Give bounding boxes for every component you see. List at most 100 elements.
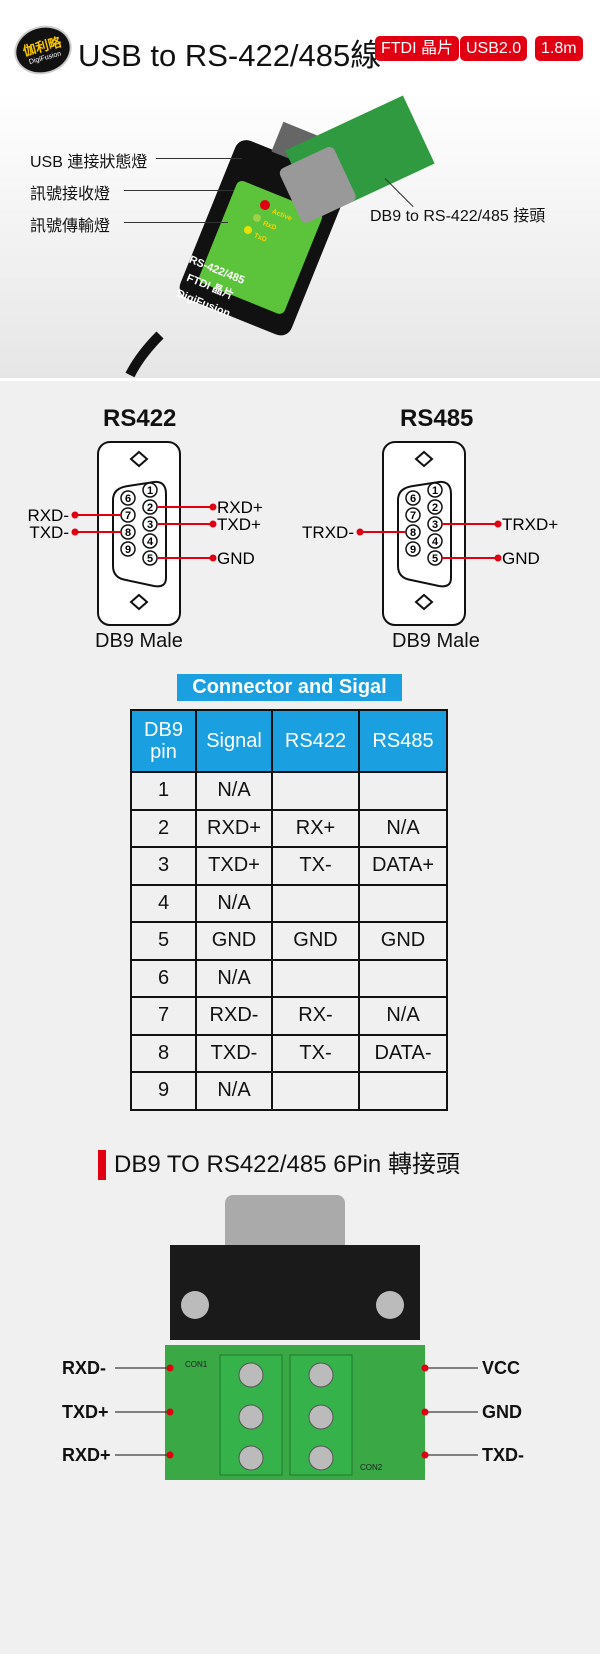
- signal-dot: [494, 554, 502, 562]
- mount-hole-icon: [129, 593, 149, 611]
- signal-label: GND: [502, 549, 540, 568]
- leader-line: [124, 190, 234, 191]
- adapter-board-illustration: CON1 CON2: [165, 1195, 425, 1480]
- table-cell: 9: [130, 1071, 197, 1111]
- pin-number: 7: [410, 510, 416, 522]
- pin-number: 8: [410, 527, 416, 539]
- table-header-cell: DB9 pin: [130, 709, 197, 773]
- pin-number: 9: [125, 544, 131, 556]
- board-label-con2: CON2: [360, 1463, 383, 1472]
- table-title: Connector and Sigal: [177, 674, 402, 701]
- pin-number: 1: [147, 485, 153, 497]
- pin-number: 9: [410, 544, 416, 556]
- adapter-label-txd-minus: TXD-: [482, 1445, 524, 1465]
- adapter-label-rxd-minus: RXD-: [62, 1358, 106, 1378]
- pin-7: [405, 507, 421, 523]
- table-cell: N/A: [358, 808, 448, 848]
- table-cell: DATA-: [358, 1033, 448, 1073]
- rs485-title: RS485: [400, 405, 474, 432]
- pin-number: 3: [432, 519, 438, 531]
- table-cell: TX-: [271, 1033, 360, 1073]
- table-header-cell: RS485: [358, 709, 448, 773]
- connector-shell: [397, 480, 452, 588]
- table-cell: 2: [130, 808, 197, 848]
- rs422-title: RS422: [103, 405, 177, 432]
- pin-number: 1: [432, 485, 438, 497]
- table-cell: RXD+: [195, 808, 273, 848]
- pin-number: 3: [147, 519, 153, 531]
- pin-1: [427, 482, 443, 498]
- table-cell: [358, 771, 448, 811]
- adapter-section-title: DB9 TO RS422/485 6Pin 轉接頭: [98, 1150, 460, 1180]
- table-cell: N/A: [358, 996, 448, 1036]
- mount-hole-icon: [414, 450, 434, 468]
- table-cell: N/A: [195, 1071, 273, 1111]
- leader-line: [124, 222, 228, 223]
- pin-dot: [166, 1451, 174, 1459]
- rs422-caption: DB9 Male: [95, 630, 183, 652]
- pin-dot: [166, 1364, 174, 1372]
- pin-dot: [166, 1408, 174, 1416]
- table-cell: TXD+: [195, 846, 273, 886]
- signal-dot: [494, 520, 502, 528]
- signal-label: RXD-: [27, 506, 69, 525]
- pin-6: [120, 490, 136, 506]
- pin-number: 6: [125, 493, 131, 505]
- pin-dot: [421, 1364, 429, 1372]
- table-cell: GND: [271, 921, 360, 961]
- table-cell: RXD-: [195, 996, 273, 1036]
- pin-number: 6: [410, 493, 416, 505]
- table-cell: 3: [130, 846, 197, 886]
- pin-dot: [421, 1451, 429, 1459]
- table-cell: N/A: [195, 771, 273, 811]
- table-cell: TX-: [271, 846, 360, 886]
- pin-9: [405, 541, 421, 557]
- table-cell: GND: [195, 921, 273, 961]
- signal-dot: [356, 528, 364, 536]
- signal-label: TRXD-: [302, 523, 354, 542]
- table-cell: N/A: [195, 958, 273, 998]
- db9-pinout-diagrams: 123456789RXD-TXD-RXD+TXD+GND123456789TRX…: [27, 441, 558, 626]
- connector-body: [382, 441, 466, 626]
- signal-label: TRXD+: [502, 515, 558, 534]
- signal-dot: [71, 528, 79, 536]
- table-header-cell: Signal: [195, 709, 273, 773]
- table-cell: 1: [130, 771, 197, 811]
- mount-hole-icon: [129, 450, 149, 468]
- pin-number: 2: [147, 502, 153, 514]
- badge-usb: USB2.0: [460, 36, 528, 61]
- table-cell: 8: [130, 1033, 197, 1073]
- table-cell: [271, 883, 360, 923]
- table-cell: GND: [358, 921, 448, 961]
- table-cell: [271, 958, 360, 998]
- table-header-cell: RS422: [271, 709, 360, 773]
- connector-body: [97, 441, 181, 626]
- badge-length: 1.8m: [535, 36, 583, 61]
- label-connector: DB9 to RS-422/485 接頭: [370, 208, 546, 225]
- leader-line: [156, 158, 242, 159]
- pin-2: [427, 499, 443, 515]
- pin-9: [120, 541, 136, 557]
- table-cell: RX-: [271, 996, 360, 1036]
- table-cell: [271, 771, 360, 811]
- board-label-con1: CON1: [185, 1360, 208, 1369]
- usb-adapter-illustration: [125, 95, 435, 378]
- rs485-caption: DB9 Male: [392, 630, 480, 652]
- signal-label: TXD-: [29, 523, 69, 542]
- table-cell: 6: [130, 958, 197, 998]
- label-rx-led: 訊號接收燈: [30, 186, 111, 203]
- label-usb-status-led: USB 連接狀態燈: [30, 154, 148, 171]
- adapter-pin-leaders: [115, 1364, 478, 1459]
- divider: [0, 378, 600, 381]
- pin-1: [142, 482, 158, 498]
- badge-chip: FTDI 晶片: [375, 36, 459, 61]
- pin-number: 4: [147, 536, 154, 548]
- table-cell: N/A: [195, 883, 273, 923]
